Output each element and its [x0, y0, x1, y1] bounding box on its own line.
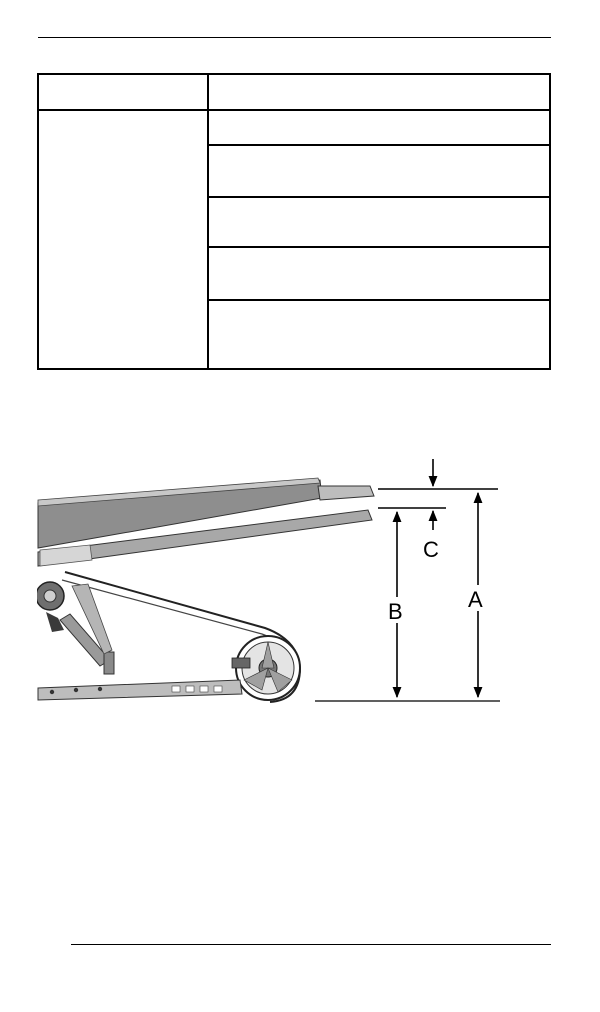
- label-a: A: [468, 587, 483, 612]
- suspension-arm: [59, 583, 115, 675]
- label-c: C: [423, 537, 439, 562]
- table-row-divider: [209, 246, 549, 248]
- header-rule: [38, 37, 551, 38]
- reference-lines: [315, 488, 500, 702]
- dimension-arrows: [392, 459, 483, 699]
- table-column-divider: [207, 75, 209, 368]
- label-b: B: [388, 599, 403, 624]
- slide-rail: [37, 679, 243, 701]
- suspension-height-diagram: A B C: [37, 459, 500, 703]
- spec-table: [37, 73, 551, 370]
- footer-rule: [71, 944, 551, 945]
- chassis-illustration: [37, 477, 375, 567]
- drive-wheel: [37, 581, 65, 632]
- table-header-row: [39, 75, 549, 111]
- table-row-divider: [209, 144, 549, 146]
- table-row-divider: [209, 299, 549, 301]
- rear-idler-wheel: [231, 635, 301, 701]
- table-row-divider: [209, 196, 549, 198]
